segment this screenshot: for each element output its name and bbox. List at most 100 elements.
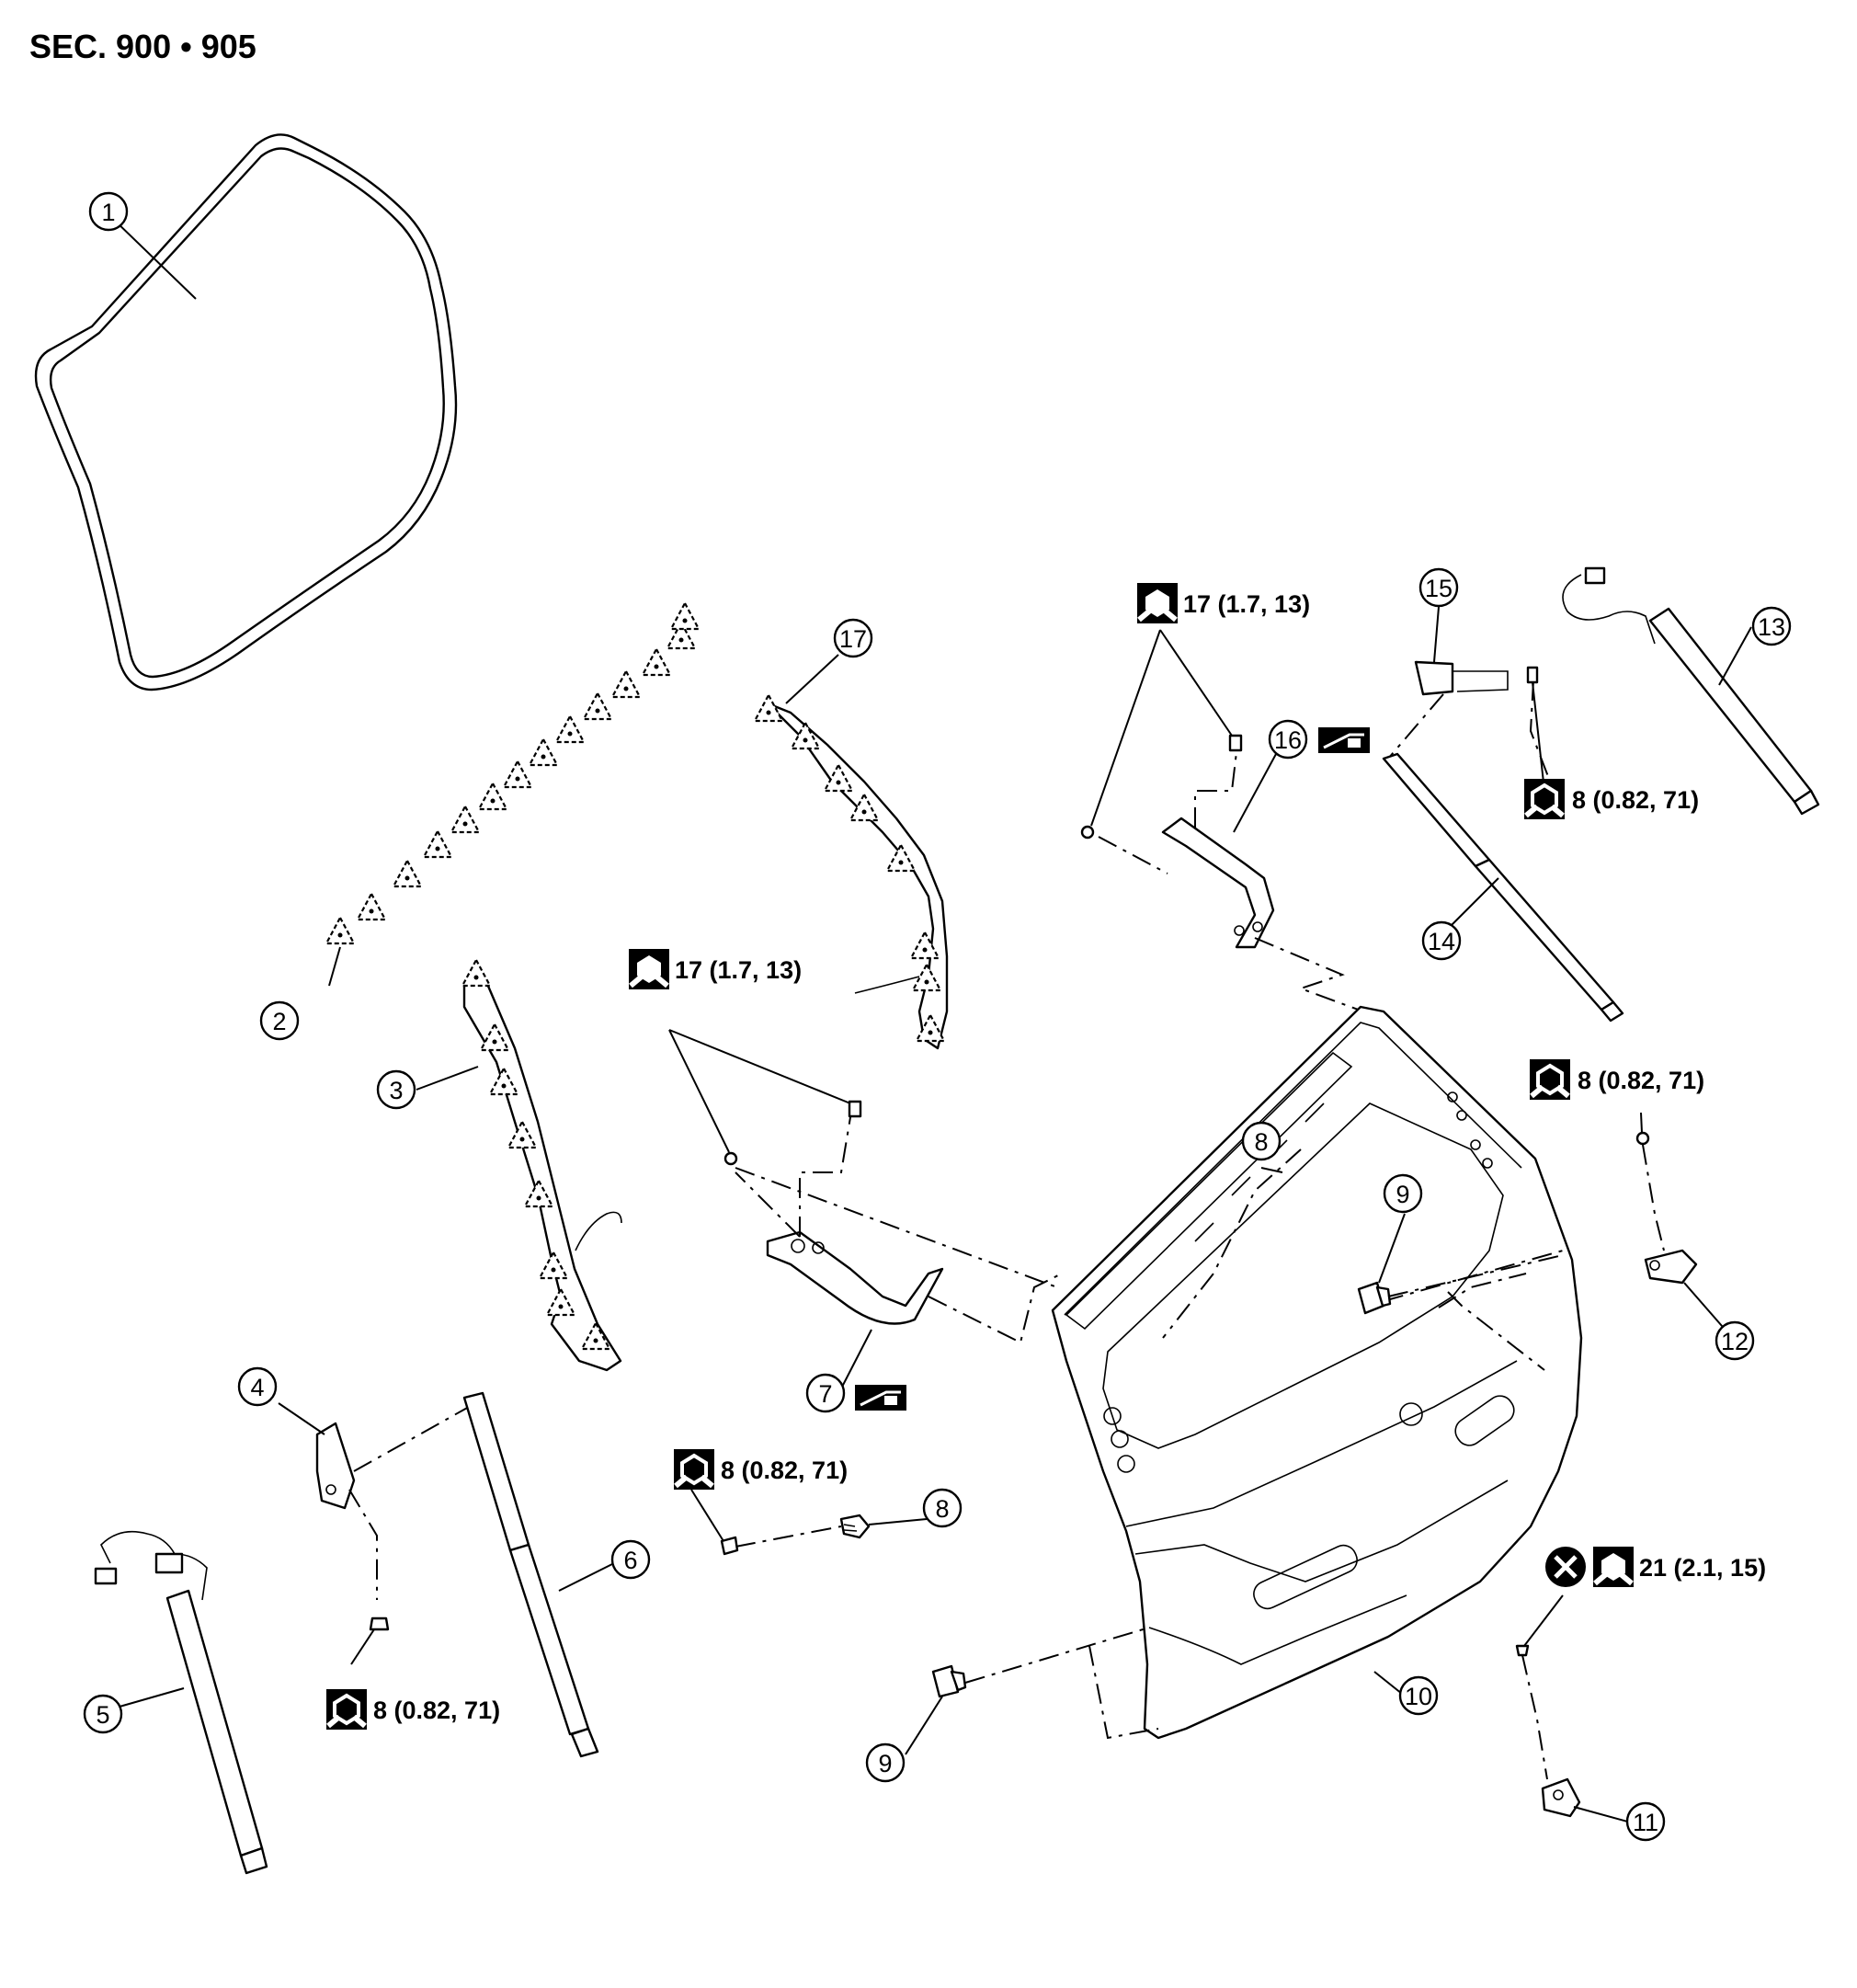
section-title: SEC. 900 • 905 <box>29 28 256 65</box>
bolt-11 <box>1515 1644 1530 1657</box>
screw-line-8 <box>735 1525 842 1548</box>
callout-9-upper: 9 <box>1383 1173 1423 1214</box>
callout-10: 10 <box>1398 1675 1439 1716</box>
bolt-tighten-icon <box>1593 1547 1634 1587</box>
leader-7 <box>838 1329 872 1393</box>
leader-bolt-4 <box>350 1628 375 1665</box>
leader-8a <box>1260 1167 1283 1173</box>
callout-12: 12 <box>1715 1320 1755 1361</box>
torque-17-top: 17 (1.7, 13) <box>1137 583 1310 623</box>
svg-text:3: 3 <box>389 1077 403 1104</box>
torque-8-bracket4: 8 (0.82, 71) <box>326 1689 500 1730</box>
trim-strip-17 <box>753 693 949 1050</box>
leader-17 <box>785 654 839 704</box>
svg-text:4: 4 <box>250 1374 264 1401</box>
bolt-15 <box>1526 666 1539 684</box>
svg-text:6: 6 <box>623 1547 637 1574</box>
bolt-4 <box>369 1617 390 1631</box>
svg-text:9: 9 <box>878 1750 892 1777</box>
leader-9a <box>1378 1213 1406 1284</box>
leader-14 <box>1442 877 1499 934</box>
svg-text:21 (2.1, 15): 21 (2.1, 15) <box>1639 1554 1766 1582</box>
door-line-b <box>1438 1273 1527 1308</box>
svg-text:8 (0.82, 71): 8 (0.82, 71) <box>1572 786 1699 814</box>
trim-strip-3 <box>461 958 622 1372</box>
leader-17-mid-a <box>668 1029 730 1153</box>
callout-7: 7 <box>805 1373 846 1413</box>
bolt-8-mid <box>720 1536 739 1556</box>
callout-5: 5 <box>83 1694 123 1734</box>
hinge-line-16b <box>1098 836 1168 874</box>
svg-text:13: 13 <box>1758 613 1785 641</box>
bracket-15 <box>1414 660 1509 696</box>
nut-7 <box>723 1151 738 1166</box>
callout-2: 2 <box>259 1000 300 1041</box>
leader-17-top-a <box>1090 629 1161 827</box>
stay-6 <box>462 1391 599 1758</box>
nut-tighten-icon <box>674 1449 714 1490</box>
torque-8-mid: 8 (0.82, 71) <box>674 1449 848 1490</box>
svg-text:14: 14 <box>1428 928 1455 955</box>
leader-15 <box>1433 606 1440 663</box>
bumper-line-9a <box>1387 1254 1564 1297</box>
svg-text:11: 11 <box>1633 1809 1658 1836</box>
bolt-7 <box>848 1100 862 1118</box>
power-stay-5 <box>94 1530 268 1875</box>
stopper-line-12 <box>1642 1144 1665 1251</box>
leader-bolt-8-mid <box>690 1489 724 1542</box>
power-stay-13 <box>1562 566 1820 816</box>
svg-text:16: 16 <box>1274 726 1302 754</box>
leader-2 <box>328 946 341 987</box>
leader-bolt-15 <box>1532 681 1545 792</box>
leader-6 <box>558 1562 615 1592</box>
stay-line-15 <box>1387 680 1555 792</box>
hinge-line-7b <box>735 1171 801 1238</box>
bumper-line-9b <box>964 1627 1150 1684</box>
nut-tighten-icon <box>326 1689 367 1730</box>
svg-text:17 (1.7, 13): 17 (1.7, 13) <box>675 956 802 984</box>
hinge-7 <box>766 1230 944 1325</box>
bumper-9-upper <box>1357 1281 1392 1315</box>
svg-text:7: 7 <box>818 1380 832 1408</box>
bumper-9-lower <box>931 1664 967 1698</box>
stay-14 <box>1382 752 1624 1023</box>
svg-text:2: 2 <box>272 1008 286 1035</box>
leader-4 <box>278 1402 325 1435</box>
leader-13 <box>1718 626 1752 686</box>
body-grease-icon-16 <box>1316 726 1372 755</box>
leader-3 <box>416 1066 479 1091</box>
door-line-c <box>1447 1291 1545 1371</box>
nut-12 <box>1635 1131 1650 1146</box>
hinge-line-7c <box>928 1273 1063 1344</box>
svg-text:8: 8 <box>935 1495 949 1523</box>
svg-text:15: 15 <box>1425 575 1453 602</box>
svg-text:5: 5 <box>96 1701 109 1729</box>
hinge-line-16c <box>1254 937 1389 1022</box>
nut-tighten-icon <box>1524 779 1565 819</box>
hinge-line-16a <box>1194 751 1237 828</box>
torque-21-striker11: 21 (2.1, 15) <box>1545 1547 1766 1587</box>
callout-4: 4 <box>237 1366 278 1407</box>
leader-5 <box>119 1687 185 1708</box>
callout-8-door: 8 <box>1241 1121 1282 1161</box>
bolt-tighten-icon <box>1137 583 1178 623</box>
hinge-16 <box>1161 817 1275 949</box>
door-line-a <box>1162 1148 1302 1339</box>
leader-9b <box>905 1696 943 1755</box>
back-door-panel-10 <box>1051 1005 1583 1740</box>
nut-16 <box>1080 825 1095 840</box>
svg-text:9: 9 <box>1396 1181 1409 1208</box>
bumper-line-9c <box>1088 1645 1159 1740</box>
bracket-4 <box>315 1422 356 1510</box>
striker-line-11 <box>1521 1654 1548 1780</box>
leader-17-top-b <box>1159 629 1233 737</box>
bolt-tighten-icon <box>629 949 669 989</box>
callout-1: 1 <box>88 191 129 232</box>
svg-text:1: 1 <box>101 199 115 226</box>
weatherstrip-1 <box>34 133 458 691</box>
callout-16: 16 <box>1268 719 1308 760</box>
body-grease-icon <box>853 1383 908 1412</box>
hinge-line-7d <box>735 1167 1058 1288</box>
striker-11 <box>1541 1777 1581 1818</box>
